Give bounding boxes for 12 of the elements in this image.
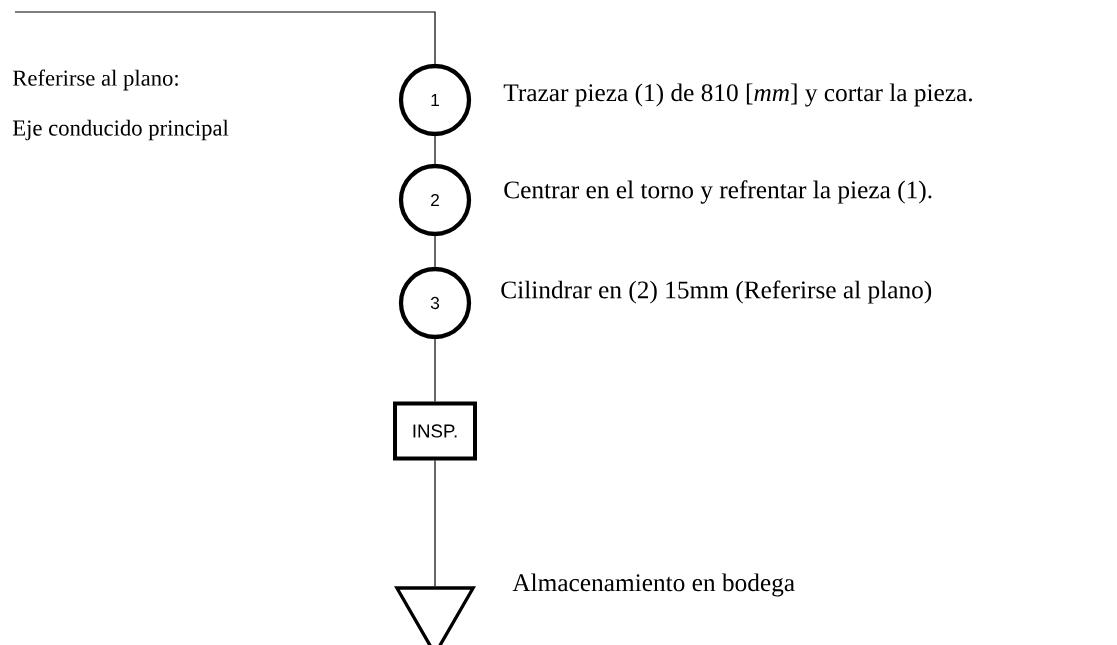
step-description: Almacenamiento en bodega [512, 573, 795, 597]
connector-line [14, 11, 436, 65]
connector-line [434, 235, 436, 268]
step-description: Trazar pieza (1) de 810 [mm] y cortar la pieza. [503, 83, 972, 107]
note-text: Eje conducido principal [12, 119, 229, 141]
inspection-box: INSP. [393, 401, 477, 461]
step-description: Centrar en el torno y refrentar la pieza (1). [504, 180, 932, 204]
connector-line [434, 338, 436, 403]
note-text: Referirse al plano: [12, 69, 178, 91]
connector-line [434, 135, 436, 165]
connector-line [434, 459, 436, 587]
step-description: Cilindrar en (2) 15mm (Referirse al plano) [501, 280, 932, 304]
